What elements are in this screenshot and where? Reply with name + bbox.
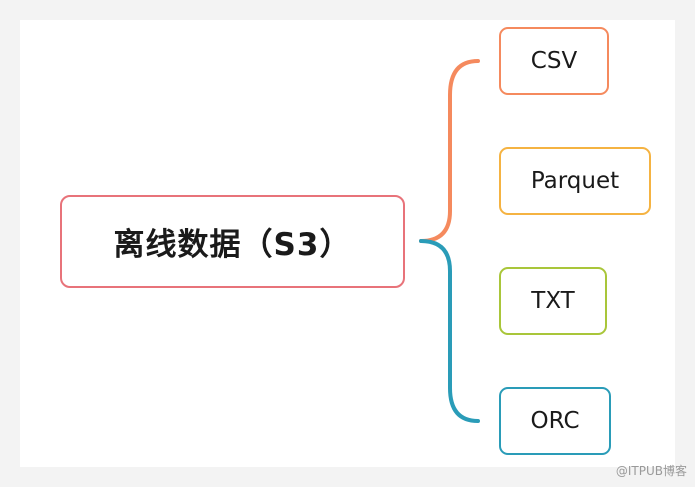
format-node-txt: TXT	[499, 267, 607, 335]
format-node-label: CSV	[530, 48, 578, 74]
format-node-parquet: Parquet	[499, 147, 651, 215]
root-node-label: 离线数据（S3）	[113, 227, 352, 263]
format-node-csv: CSV	[499, 27, 609, 95]
format-node-orc: ORC	[499, 387, 611, 455]
connector-lower	[419, 239, 480, 423]
format-node-label: ORC	[530, 408, 580, 434]
format-node-label: Parquet	[530, 168, 620, 194]
connector-upper	[419, 59, 480, 243]
watermark: @ITPUB博客	[615, 464, 687, 478]
format-node-label: TXT	[531, 288, 575, 314]
root-node: 离线数据（S3）	[60, 195, 405, 288]
